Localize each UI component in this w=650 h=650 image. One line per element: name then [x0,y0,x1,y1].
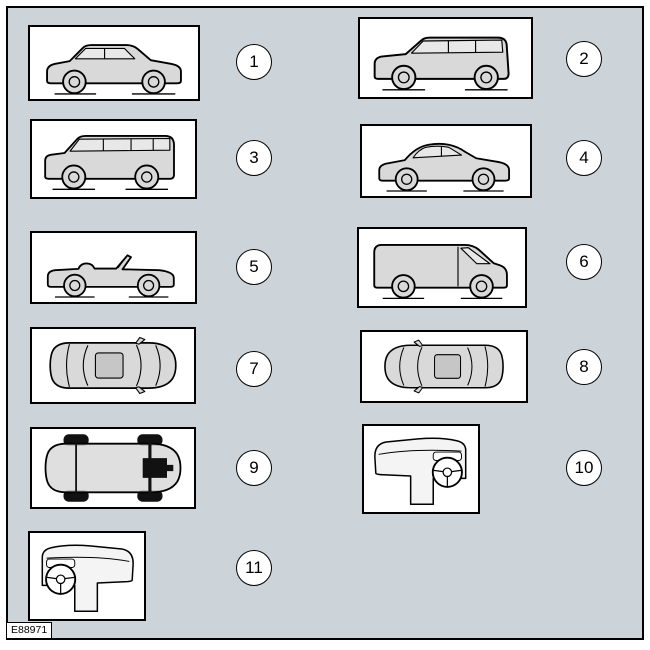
convertible-side-icon [46,254,175,298]
figure-code: E88971 [6,622,53,639]
estate-wagon-side-icon [373,36,510,91]
vehicle-box-10 [362,424,480,514]
item-number-label: 5 [249,257,259,276]
item-number-badge-4: 4 [566,140,602,176]
item-number-label: 3 [249,148,259,167]
item-number-badge-3: 3 [236,140,272,176]
item-number-badge-8: 8 [566,349,602,385]
item-number-badge-2: 2 [566,41,602,77]
vehicle-box-9 [30,427,196,509]
item-number-badge-9: 9 [236,450,272,486]
item-number-label: 4 [579,148,589,167]
coupe-side-icon [378,142,510,192]
vehicle-box-7 [30,327,196,404]
dashboard-rhd-icon [373,437,467,506]
vehicle-box-3 [30,119,197,199]
suv-side-icon [44,134,175,191]
item-number-badge-10: 10 [566,450,602,486]
vehicle-box-11 [28,531,146,621]
item-number-label: 11 [245,558,263,577]
item-number-label: 9 [249,458,259,477]
item-number-badge-11: 11 [236,550,272,586]
sedan-side-icon [46,44,182,95]
vehicle-box-1 [28,25,200,101]
item-number-badge-6: 6 [566,244,602,280]
vehicle-box-6 [357,227,527,308]
car-top-view-icon [49,336,177,395]
item-number-label: 8 [579,357,589,376]
item-number-badge-7: 7 [236,351,272,387]
vehicle-box-5 [30,231,197,304]
vehicle-box-8 [360,330,528,403]
item-number-badge-1: 1 [236,44,272,80]
vehicle-box-4 [360,124,532,198]
item-number-label: 2 [579,49,589,68]
vehicle-box-2 [358,17,533,99]
van-side-icon [373,243,508,300]
car-top-view-mirrored-icon [384,339,504,394]
item-number-label: 6 [579,252,589,271]
item-number-label: 1 [249,52,259,71]
item-number-badge-5: 5 [236,249,272,285]
item-number-label: 7 [249,359,259,378]
item-number-label: 10 [574,458,594,477]
dashboard-lhd-icon [41,544,135,613]
chassis-top-view-icon [43,432,183,504]
